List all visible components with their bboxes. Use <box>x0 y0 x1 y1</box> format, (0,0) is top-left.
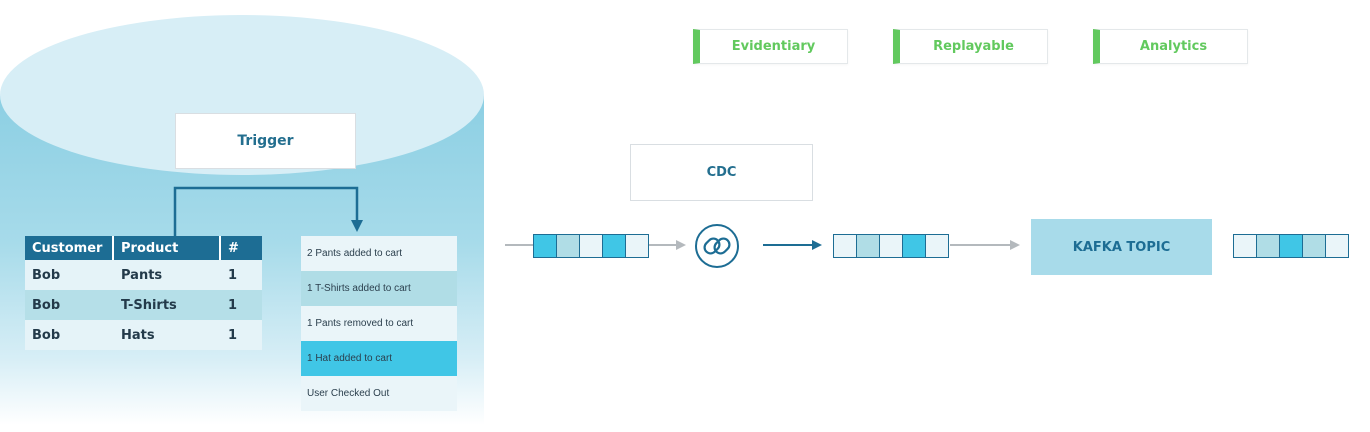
strip-cell <box>1256 234 1280 258</box>
strip-cell <box>879 234 903 258</box>
tag-label: Evidentiary <box>731 39 816 54</box>
trigger-connector <box>173 186 359 236</box>
event-log-item: 1 Hat added to cart <box>301 341 457 376</box>
table-row: Bob Hats 1 <box>25 320 262 350</box>
trigger-label: Trigger <box>237 133 294 149</box>
table-cell: 1 <box>220 320 262 350</box>
strip-cell <box>602 234 626 258</box>
table-row: Bob Pants 1 <box>25 260 262 290</box>
tag-replayable: Replayable <box>893 29 1048 64</box>
event-log-item: 1 T-Shirts added to cart <box>301 271 457 306</box>
event-log-item: 1 Pants removed to cart <box>301 306 457 341</box>
table-cell: 1 <box>220 260 262 290</box>
table-cell: Hats <box>113 320 220 350</box>
table-cell: T-Shirts <box>113 290 220 320</box>
strip-cell <box>1279 234 1303 258</box>
trigger-box: Trigger <box>175 113 356 169</box>
chain-link-glyph <box>703 237 731 255</box>
arrow-to-logo-head <box>676 240 686 250</box>
event-strip-cdc <box>833 234 949 258</box>
cdc-label: CDC <box>706 165 737 180</box>
tag-label: Replayable <box>933 39 1014 54</box>
col-header-product: Product <box>113 236 221 260</box>
table-cell: 1 <box>220 290 262 320</box>
strip-cell <box>1233 234 1257 258</box>
table-row: Bob T-Shirts 1 <box>25 290 262 320</box>
strip-cell <box>556 234 580 258</box>
strip-cell <box>625 234 649 258</box>
table-cell: Bob <box>25 320 113 350</box>
arrow-from-logo-head <box>812 240 822 250</box>
strip-cell <box>1325 234 1349 258</box>
chain-link-icon <box>695 224 739 268</box>
strip-cell <box>579 234 603 258</box>
arrow-to-kafka-head <box>1010 240 1020 250</box>
table-header-row: Customer Product # <box>25 236 262 260</box>
event-log-item: 2 Pants added to cart <box>301 236 457 271</box>
strip-cell <box>902 234 926 258</box>
col-header-customer: Customer <box>25 236 114 260</box>
table-cell: Bob <box>25 290 113 320</box>
event-strip-kafka <box>1233 234 1349 258</box>
trigger-arrowhead <box>351 220 363 232</box>
table-cell: Pants <box>113 260 220 290</box>
strip-cell <box>533 234 557 258</box>
tag-evidentiary: Evidentiary <box>693 29 848 64</box>
event-log: 2 Pants added to cart 1 T-Shirts added t… <box>301 236 457 411</box>
strip-cell <box>1302 234 1326 258</box>
event-strip-input <box>533 234 649 258</box>
kafka-label: KAFKA TOPIC <box>1072 239 1171 255</box>
table-cell: Bob <box>25 260 113 290</box>
event-log-item: User Checked Out <box>301 376 457 411</box>
strip-cell <box>856 234 880 258</box>
cdc-box: CDC <box>630 144 813 201</box>
customer-table: Customer Product # Bob Pants 1 Bob T-Shi… <box>25 236 263 350</box>
tag-label: Analytics <box>1139 39 1208 54</box>
col-header-count: # <box>220 236 262 260</box>
tag-analytics: Analytics <box>1093 29 1248 64</box>
kafka-topic-box: KAFKA TOPIC <box>1031 219 1212 275</box>
strip-cell <box>925 234 949 258</box>
strip-cell <box>833 234 857 258</box>
